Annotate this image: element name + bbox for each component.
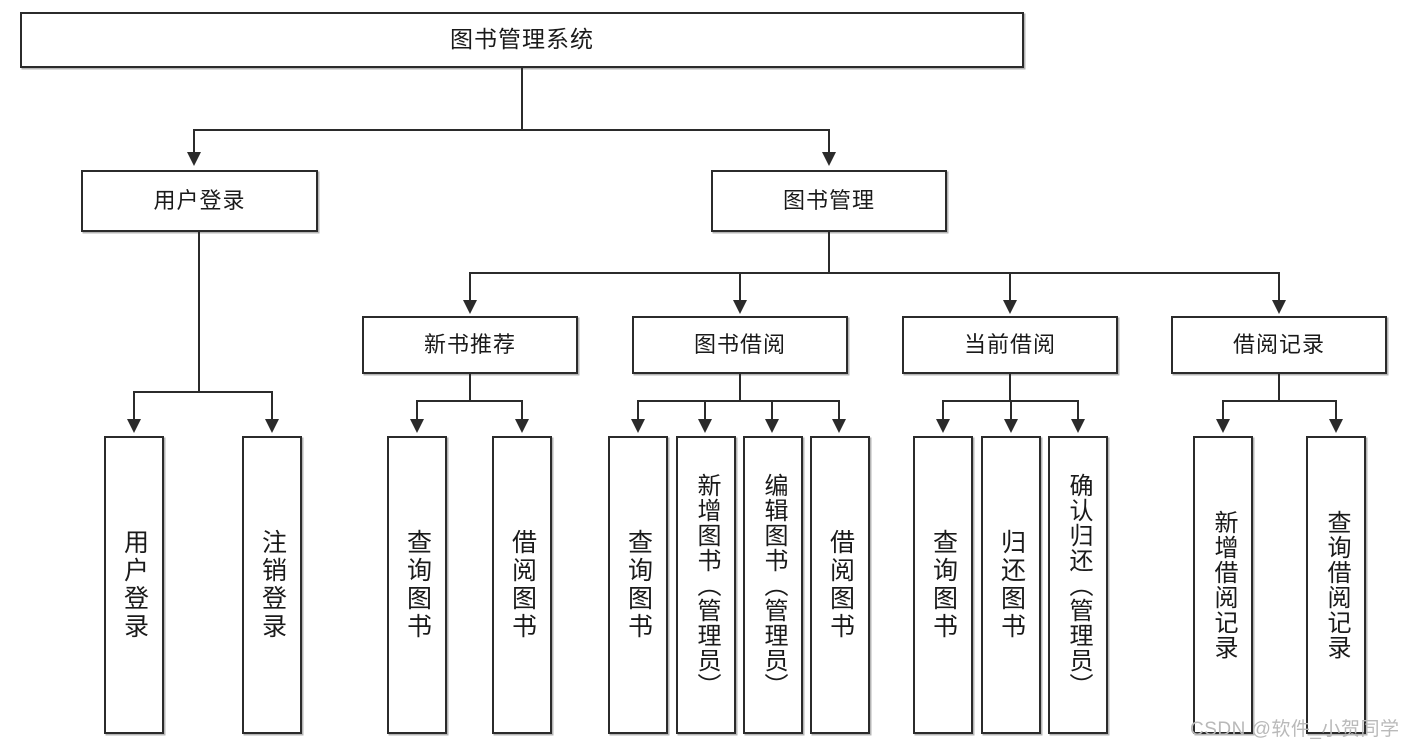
arrowhead-bb-leaf-2 — [698, 419, 712, 433]
leaf-query-book-3[interactable]: 查询图书 — [913, 436, 973, 734]
connector-bb-drop-2 — [704, 400, 706, 421]
csdn-watermark: CSDN @软件_小贺同学 — [1190, 719, 1400, 740]
connector-br-drop-2 — [1335, 400, 1337, 421]
arrowhead-br-leaf-2 — [1329, 419, 1343, 433]
node-user-login[interactable]: 用户登录 — [81, 170, 318, 232]
connector-bb-drop-3 — [771, 400, 773, 421]
connector-borrow-record-bus — [1222, 400, 1337, 402]
arrowhead-cb-leaf-1 — [936, 419, 950, 433]
node-label: 查询图书 — [624, 529, 653, 641]
leaf-add-book[interactable]: 新增图书（管理员） — [676, 436, 736, 734]
node-label: 当前借阅 — [963, 331, 1056, 357]
node-label: 图书借阅 — [693, 331, 786, 357]
connector-bb-drop-4 — [838, 400, 840, 421]
arrowhead-level2-borrow-record — [1272, 300, 1286, 314]
node-current-borrow[interactable]: 当前借阅 — [902, 316, 1118, 374]
node-root-book-management-system[interactable]: 图书管理系统 — [20, 12, 1024, 68]
node-label: 图书管理 — [782, 187, 875, 213]
arrowhead-nbr-leaf-2 — [515, 419, 529, 433]
node-label: 归还图书 — [997, 529, 1026, 641]
connector-user-login-stem — [198, 232, 200, 392]
node-label: 编辑图书（管理员） — [760, 472, 787, 698]
leaf-add-record[interactable]: 新增借阅记录 — [1193, 436, 1253, 734]
node-label: 查询图书 — [403, 529, 432, 641]
node-label: 确认归还（管理员） — [1065, 472, 1092, 698]
connector-book-manage-drop-1 — [469, 272, 471, 302]
connector-new-book-recommend-bus — [416, 400, 523, 402]
connector-book-borrow-bus — [637, 400, 839, 402]
leaf-return-book[interactable]: 归还图书 — [981, 436, 1041, 734]
connector-user-login-bus — [133, 391, 272, 393]
arrowhead-cb-leaf-2 — [1004, 419, 1018, 433]
arrowhead-nbr-leaf-1 — [410, 419, 424, 433]
connector-book-manage-bus — [469, 272, 1280, 274]
arrowhead-root-to-book-manage — [822, 152, 836, 166]
leaf-borrow-book-2[interactable]: 借阅图书 — [810, 436, 870, 734]
connector-root-stem — [521, 68, 523, 130]
connector-book-manage-drop-2 — [739, 272, 741, 302]
node-label: 借阅记录 — [1232, 331, 1325, 357]
node-label: 用户登录 — [120, 529, 149, 641]
connector-root-bus — [193, 129, 830, 131]
connector-nbr-drop-1 — [416, 400, 418, 421]
connector-cb-drop-2 — [1010, 400, 1012, 421]
connector-book-manage-drop-3 — [1009, 272, 1011, 302]
connector-borrow-record-stem — [1278, 374, 1280, 401]
connector-user-login-drop-2 — [271, 391, 273, 421]
node-label: 新书推荐 — [423, 331, 516, 357]
node-book-management[interactable]: 图书管理 — [711, 170, 947, 232]
connector-current-borrow-stem — [1009, 374, 1011, 401]
node-label: 借阅图书 — [826, 529, 855, 641]
arrowhead-bb-leaf-3 — [765, 419, 779, 433]
leaf-edit-book[interactable]: 编辑图书（管理员） — [743, 436, 803, 734]
connector-user-login-drop-1 — [133, 391, 135, 421]
connector-br-drop-1 — [1222, 400, 1224, 421]
connector-cb-drop-1 — [942, 400, 944, 421]
connector-book-manage-stem — [828, 232, 830, 273]
node-label: 新增图书（管理员） — [693, 472, 720, 698]
leaf-query-record[interactable]: 查询借阅记录 — [1306, 436, 1366, 734]
node-label: 用户登录 — [153, 187, 246, 213]
arrowhead-bb-leaf-4 — [832, 419, 846, 433]
connector-book-borrow-stem — [739, 374, 741, 401]
leaf-user-login[interactable]: 用户登录 — [104, 436, 164, 734]
arrowhead-root-to-user-login — [187, 152, 201, 166]
arrowhead-level2-book-borrow — [733, 300, 747, 314]
node-borrow-record[interactable]: 借阅记录 — [1171, 316, 1387, 374]
node-label: 借阅图书 — [508, 529, 537, 641]
connector-new-book-recommend-stem — [469, 374, 471, 401]
node-label: 查询图书 — [929, 529, 958, 641]
connector-bb-drop-1 — [637, 400, 639, 421]
connector-cb-drop-3 — [1077, 400, 1079, 421]
arrowhead-br-leaf-1 — [1216, 419, 1230, 433]
node-label: 注销登录 — [258, 529, 287, 641]
arrowhead-cb-leaf-3 — [1071, 419, 1085, 433]
leaf-confirm-return[interactable]: 确认归还（管理员） — [1048, 436, 1108, 734]
leaf-logout[interactable]: 注销登录 — [242, 436, 302, 734]
arrowhead-level2-new-book-recommend — [463, 300, 477, 314]
leaf-query-book-2[interactable]: 查询图书 — [608, 436, 668, 734]
connector-book-manage-drop-4 — [1278, 272, 1280, 302]
leaf-borrow-book-1[interactable]: 借阅图书 — [492, 436, 552, 734]
arrowhead-user-login-leaf-1 — [127, 419, 141, 433]
node-label: 查询借阅记录 — [1323, 510, 1350, 660]
connector-root-to-book-manage — [828, 129, 830, 154]
node-book-borrow[interactable]: 图书借阅 — [632, 316, 848, 374]
leaf-query-book-1[interactable]: 查询图书 — [387, 436, 447, 734]
node-label: 新增借阅记录 — [1210, 510, 1237, 660]
node-new-book-recommend[interactable]: 新书推荐 — [362, 316, 578, 374]
connector-root-to-user-login — [193, 129, 195, 154]
node-label: 图书管理系统 — [450, 26, 594, 53]
arrowhead-bb-leaf-1 — [631, 419, 645, 433]
arrowhead-user-login-leaf-2 — [265, 419, 279, 433]
connector-nbr-drop-2 — [521, 400, 523, 421]
arrowhead-level2-current-borrow — [1003, 300, 1017, 314]
